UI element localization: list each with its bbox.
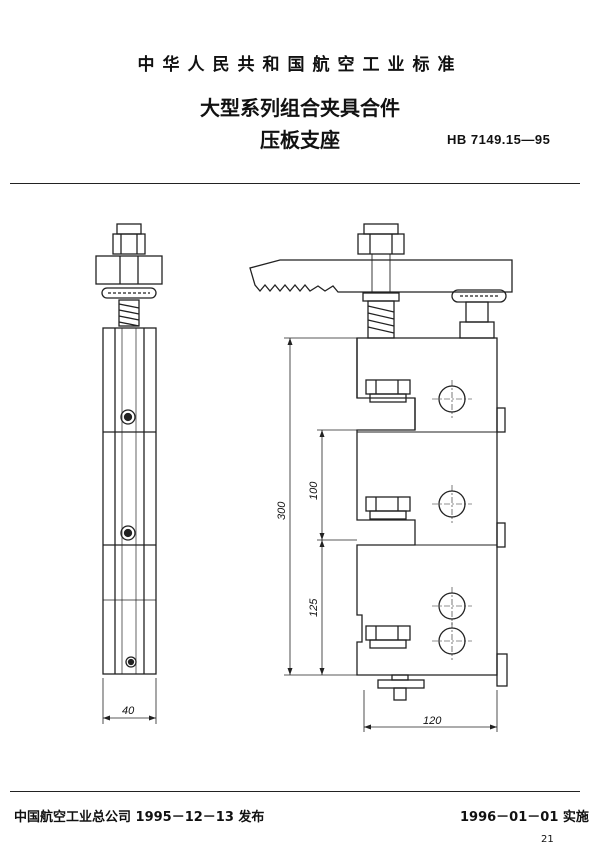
- page-number: 21: [541, 834, 554, 845]
- dim-width-front: 120: [423, 715, 442, 727]
- dim-pitch-upper: 100: [308, 481, 320, 500]
- dim-height-total: 300: [276, 501, 288, 520]
- footer-rule: [10, 791, 580, 792]
- dim-pitch-lower: 125: [308, 598, 320, 617]
- side-view: [95, 223, 163, 724]
- document-subtitle: 压板支座: [260, 128, 340, 152]
- document-title: 大型系列组合夹具合件: [200, 96, 400, 120]
- standard-code: HB 7149.15—95: [447, 132, 551, 147]
- header-rule: [10, 183, 580, 184]
- front-view: [249, 223, 513, 732]
- dim-width-side: 40: [122, 705, 135, 717]
- issue-date: 中国航空工业总公司 1995－12－13 发布: [14, 810, 265, 825]
- effective-date: 1996－01－01 实施: [460, 810, 589, 825]
- standard-org-header: 中华人民共和国航空工业标准: [137, 55, 463, 75]
